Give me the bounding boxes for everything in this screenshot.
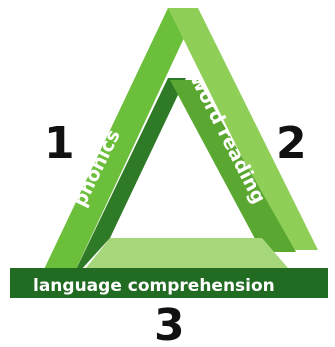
side-number-3: 3 [154,300,185,347]
triangle-bottom-inner [86,238,288,268]
triangle-left-arm-inner [70,78,186,282]
side-label-language-comprehension: language comprehension [33,276,275,296]
triangle-left-arm [38,8,198,282]
side-number-2: 2 [276,118,307,169]
triangle-right-arm [168,8,318,250]
side-number-1: 1 [44,118,75,169]
triangle-right-arm-inner [170,80,296,252]
triangle-bottom-bar [10,268,328,298]
